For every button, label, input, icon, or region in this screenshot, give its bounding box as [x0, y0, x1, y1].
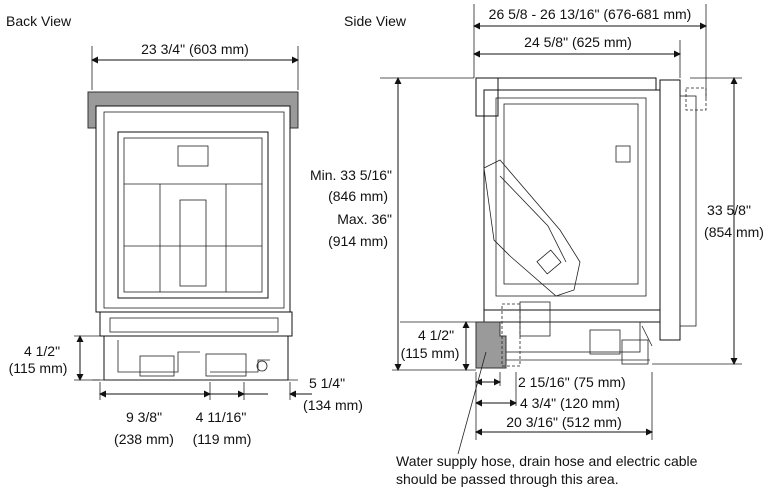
- access-note-line2: should be passed through this area.: [396, 471, 619, 487]
- side-dim-d1: 2 15/16" (75 mm): [518, 374, 626, 390]
- side-min-height-in: Min. 33 5/16": [310, 167, 392, 183]
- back-dim-a-in: 9 3/8": [126, 409, 162, 425]
- back-kick-height-in: 4 1/2": [24, 343, 60, 359]
- side-max-height-mm: (914 mm): [328, 233, 388, 249]
- side-view-drawing: [475, 77, 707, 369]
- back-width-label: 23 3/4" (603 mm): [141, 41, 249, 57]
- back-dim-b-mm: (119 mm): [193, 431, 252, 447]
- side-height-in: 33 5/8": [707, 202, 751, 218]
- side-dim-d2: 4 3/4" (120 mm): [520, 395, 620, 411]
- side-view-title: Side View: [344, 13, 407, 29]
- side-kick-height-in: 4 1/2": [418, 327, 454, 343]
- back-kick-height-mm: (115 mm): [9, 360, 68, 376]
- side-height-mm: (854 mm): [704, 224, 764, 240]
- back-view-drawing: [87, 91, 299, 381]
- back-view-title: Back View: [6, 13, 72, 29]
- side-min-height-mm: (846 mm): [328, 188, 388, 204]
- side-depth-label: 24 5/8" (625 mm): [524, 34, 632, 50]
- side-max-height-in: Max. 36": [337, 211, 392, 227]
- back-dim-b-in: 4 11/16": [196, 409, 247, 425]
- side-kick-height-mm: (115 mm): [401, 345, 460, 361]
- access-note-line1: Water supply hose, drain hose and electr…: [396, 453, 698, 469]
- back-dim-c-in: 5 1/4": [309, 375, 345, 391]
- side-dim-d3: 20 3/16" (512 mm): [506, 414, 621, 430]
- back-dim-c-mm: (134 mm): [303, 397, 363, 413]
- back-dim-a-mm: (238 mm): [114, 431, 174, 447]
- side-top-depth-label: 26 5/8 - 26 13/16" (676-681 mm): [489, 6, 692, 22]
